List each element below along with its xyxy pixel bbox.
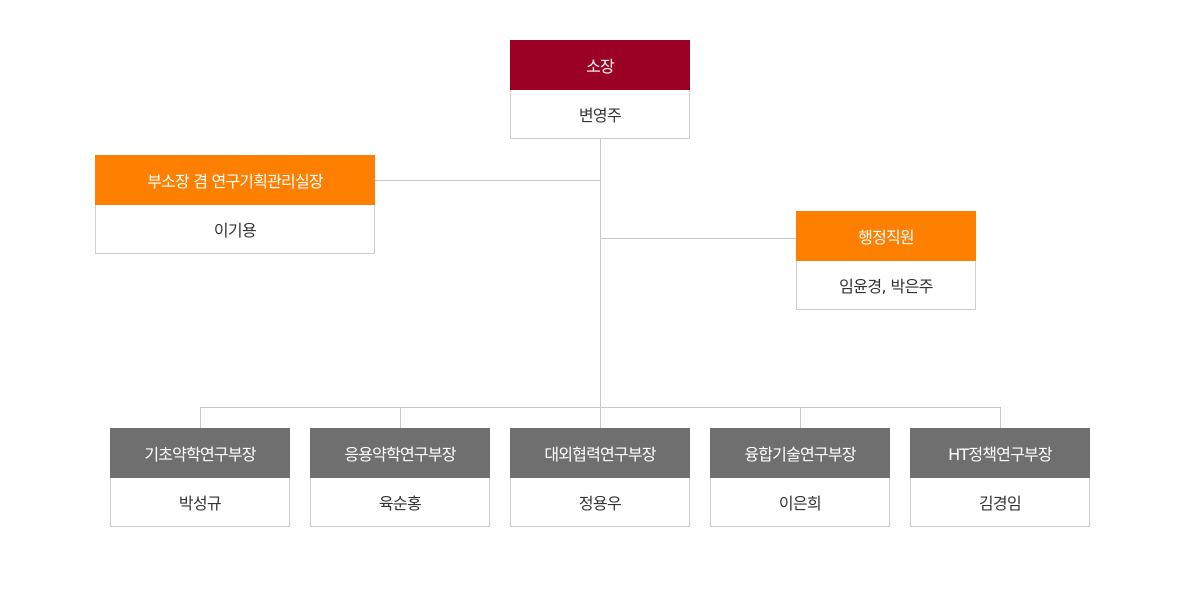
admin-names: 임윤경, 박은주 (796, 261, 976, 310)
admin-box: 행정직원 임윤경, 박은주 (796, 211, 976, 310)
department-box-convergence-technology: 융합기술연구부장 이은희 (710, 428, 890, 527)
connector-admin (600, 238, 797, 239)
department-head-name: 육순홍 (310, 478, 490, 527)
department-head-name: 이은희 (710, 478, 890, 527)
director-box: 소장 변영주 (510, 40, 690, 139)
deputy-title: 부소장 겸 연구기획관리실장 (95, 155, 375, 205)
connector-dept-3 (600, 407, 601, 428)
department-title: 기초약학연구부장 (110, 428, 290, 478)
connector-dept-5 (1000, 407, 1001, 428)
director-title: 소장 (510, 40, 690, 90)
department-head-name: 박성규 (110, 478, 290, 527)
department-head-name: 정용우 (510, 478, 690, 527)
department-head-name: 김경임 (910, 478, 1090, 527)
connector-dept-1 (200, 407, 201, 428)
connector-dept-4 (800, 407, 801, 428)
department-title: 응용약학연구부장 (310, 428, 490, 478)
department-title: HT정책연구부장 (910, 428, 1090, 478)
deputy-name: 이기용 (95, 205, 375, 254)
connector-deputy (374, 180, 601, 181)
connector-dept-2 (400, 407, 401, 428)
deputy-box: 부소장 겸 연구기획관리실장 이기용 (95, 155, 375, 254)
department-box-basic-pharmacy: 기초약학연구부장 박성규 (110, 428, 290, 527)
director-name: 변영주 (510, 90, 690, 139)
department-title: 대외협력연구부장 (510, 428, 690, 478)
department-box-applied-pharmacy: 응용약학연구부장 육순홍 (310, 428, 490, 527)
department-box-ht-policy: HT정책연구부장 김경임 (910, 428, 1090, 527)
admin-title: 행정직원 (796, 211, 976, 261)
department-box-external-cooperation: 대외협력연구부장 정용우 (510, 428, 690, 527)
department-title: 융합기술연구부장 (710, 428, 890, 478)
connector-trunk (600, 138, 601, 408)
